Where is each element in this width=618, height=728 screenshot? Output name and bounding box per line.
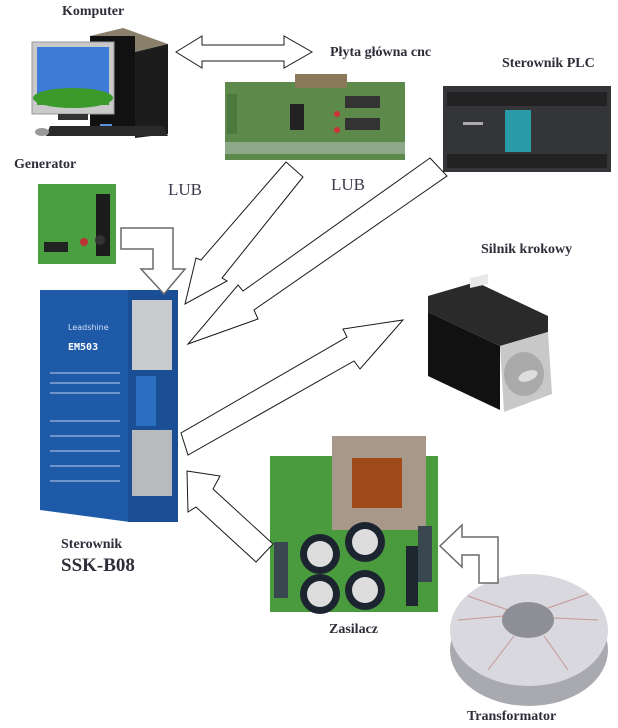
generator-image: [38, 184, 116, 264]
label-generator: Generator: [14, 157, 77, 172]
label-komputer: Komputer: [62, 4, 125, 19]
stepper-driver-image: Leadshine EM503: [40, 290, 178, 522]
computer-image: [31, 28, 168, 138]
arrow-cnc-board-to-driver: [184, 161, 304, 305]
label-stepper-motor: Silnik krokowy: [481, 242, 573, 257]
arrow-power-supply-to-driver: [186, 470, 274, 563]
power-supply-image: [270, 436, 438, 614]
plc-image: [443, 86, 611, 172]
arrow-plc-to-driver: [186, 157, 448, 346]
label-or-right: LUB: [331, 175, 365, 194]
label-plc: Sterownik PLC: [502, 56, 595, 71]
label-power-supply: Zasilacz: [329, 622, 378, 637]
arrow-generator-to-driver: [120, 227, 187, 296]
arrow-computer-cnc-board: [175, 35, 314, 69]
driver-brand: Leadshine: [68, 323, 109, 332]
label-or-left: LUB: [168, 180, 202, 199]
label-cnc-board: Płyta główna cnc: [330, 45, 432, 60]
cnc-board-image: [225, 74, 405, 160]
arrow-driver-to-motor: [180, 319, 405, 456]
stepper-motor-image: [428, 274, 552, 412]
arrow-transformer-to-power-supply: [438, 523, 499, 584]
label-transformer: Transformator: [467, 709, 557, 724]
label-driver-model: SSK-B08: [61, 555, 135, 576]
label-driver: Sterownik: [61, 537, 123, 552]
driver-model-print: EM503: [68, 342, 98, 353]
transformer-image: [450, 574, 608, 706]
